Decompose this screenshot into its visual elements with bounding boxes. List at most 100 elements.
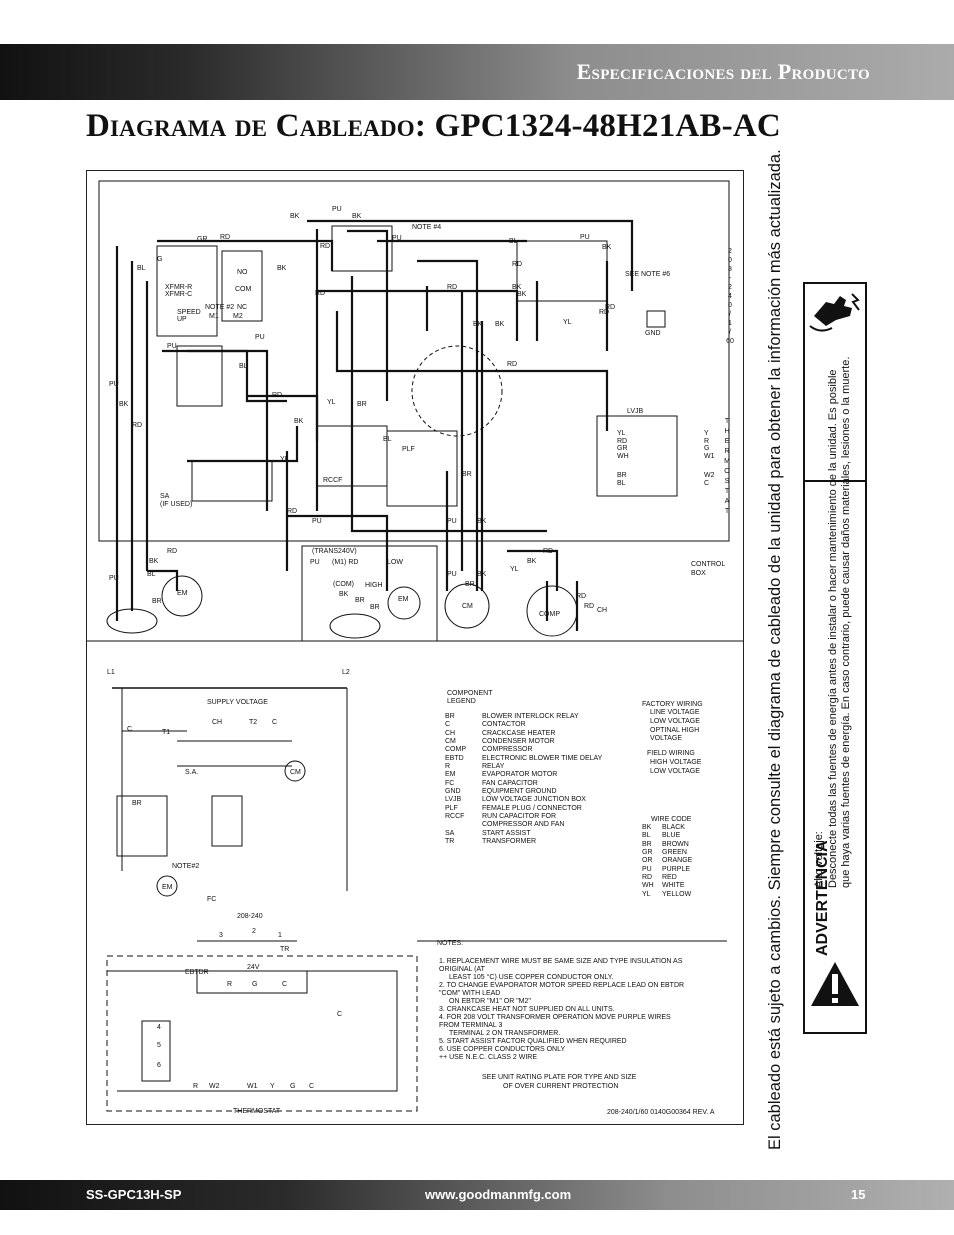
svg-text:W1: W1 [247,1083,258,1090]
svg-text:LINE VOLTAGE: LINE VOLTAGE [650,709,700,716]
svg-text:4. FOR 208 VOLT TRANSFORMER O: 4. FOR 208 VOLT TRANSFORMER OPERATION MO… [439,1014,671,1021]
electric-shock-hand-icon [809,293,860,332]
svg-text:CM: CM [445,738,456,745]
svg-text:VOLTAGE: VOLTAGE [650,735,682,742]
compressor-area [411,345,503,437]
svg-text:1: 1 [278,932,282,939]
svg-text:TR: TR [445,838,454,845]
svg-text:Y: Y [704,430,709,437]
svg-text:ORANGE: ORANGE [662,857,693,864]
svg-text:CM: CM [462,603,473,610]
svg-text:PU: PU [310,559,320,566]
svg-text:C: C [282,981,287,988]
evaporator-motor-2speed [387,586,421,620]
svg-text:PU: PU [447,518,457,525]
svg-text:FC: FC [445,780,454,787]
svg-text:LVJB: LVJB [445,796,462,803]
section-title: Especificaciones del Producto [576,59,870,84]
svg-text:BK: BK [527,558,537,565]
svg-text:GND: GND [645,330,661,337]
warning-triangle-icon [811,962,859,1006]
svg-text:SPEED: SPEED [177,309,201,316]
svg-text:HIGH: HIGH [365,582,383,589]
svg-text:RD: RD [617,438,627,445]
svg-text:M: M [724,458,730,465]
svg-text:BR: BR [462,471,472,478]
ebtdr-relay [221,250,263,322]
svg-text:BK: BK [149,558,159,565]
svg-text:CH: CH [597,607,607,614]
svg-text:EM: EM [177,590,188,597]
svg-text:OF OVER CURRENT PROTECTION: OF OVER CURRENT PROTECTION [503,1083,618,1090]
svg-text:L1: L1 [107,669,115,676]
svg-text:RD: RD [584,603,594,610]
svg-text:HIGH VOLTAGE: HIGH VOLTAGE [650,759,702,766]
svg-text:YL: YL [280,456,289,463]
svg-text:"COM" WITH LEAD: "COM" WITH LEAD [439,990,500,997]
svg-text:6: 6 [157,1062,161,1069]
svg-text:ON EBTDR "M1" OR "M2": ON EBTDR "M1" OR "M2" [449,998,531,1005]
svg-text:RD: RD [320,243,330,250]
svg-text:4: 4 [728,293,732,300]
svg-text:EQUIPMENT GROUND: EQUIPMENT GROUND [482,788,557,795]
ebtdr-board [156,245,218,337]
svg-text:COMP: COMP [445,746,466,753]
svg-text:WH: WH [617,453,629,460]
condenser-motor [444,583,490,629]
svg-text:LEGEND: LEGEND [447,698,476,705]
ebtdr-schematic [196,970,308,994]
svg-text:PU: PU [167,343,177,350]
svg-text:SEE NOTE #6: SEE NOTE #6 [625,271,670,278]
svg-text:W1: W1 [704,453,715,460]
svg-text:EBTD: EBTD [445,755,464,762]
svg-text:4: 4 [157,1024,161,1031]
svg-text:GR: GR [197,236,208,243]
start-assist [191,460,273,502]
warning-text: Alto voltaje: Desconecte todas las fuent… [813,328,854,888]
svg-text:NOTE #2: NOTE #2 [205,304,234,311]
svg-text:1: 1 [728,320,732,327]
svg-text:R: R [724,448,729,455]
svg-text:XFMR-R: XFMR-R [165,284,192,291]
blower-relay-schematic [116,795,168,857]
svg-text:START ASSIST: START ASSIST [482,830,531,837]
svg-text:FAN CAPACITOR: FAN CAPACITOR [482,780,538,787]
svg-text:BK: BK [517,291,527,298]
footer-url[interactable]: www.goodmanmfg.com [425,1187,572,1202]
svg-text:T: T [725,418,730,425]
svg-text:LOW VOLTAGE: LOW VOLTAGE [650,718,700,725]
svg-text:RD: RD [599,309,609,316]
svg-text:CH: CH [212,719,222,726]
page-title: Diagrama de Cableado: GPC1324-48H21AB-AC [86,108,781,144]
svg-text:O: O [724,468,730,475]
lvjb-box [596,415,678,497]
svg-text:WIRE CODE: WIRE CODE [651,816,692,823]
svg-text:EM: EM [162,884,173,891]
svg-text:PU: PU [642,866,652,873]
plf-connector [386,430,458,507]
svg-text:BK: BK [339,591,349,598]
svg-text:PU: PU [109,381,119,388]
svg-text:BL: BL [239,363,248,370]
svg-text:EM: EM [445,771,456,778]
svg-text:RD: RD [605,304,615,311]
svg-text:G: G [157,256,162,263]
svg-text:FIELD WIRING: FIELD WIRING [647,750,695,757]
svg-text:PU: PU [255,334,265,341]
svg-text:2: 2 [728,284,732,291]
svg-text:COMPRESSOR AND FAN: COMPRESSOR AND FAN [482,821,564,828]
svg-text:5. START ASSIST FACTOR QUALIF: 5. START ASSIST FACTOR QUALIFIED WHEN RE… [439,1038,627,1045]
svg-text:(IF USED): (IF USED) [160,501,192,508]
footer-bar [0,1180,954,1210]
svg-text:5: 5 [157,1042,161,1049]
svg-text:TERMINAL 2 ON TRANSFORMER.: TERMINAL 2 ON TRANSFORMER. [449,1030,560,1037]
svg-text:CONTACTOR: CONTACTOR [482,721,526,728]
cableado-note: El cableado está sujeto a cambios. Siemp… [766,149,784,1150]
svg-text:PU: PU [580,234,590,241]
svg-text:1. REPLACEMENT WIRE MUST BE: 1. REPLACEMENT WIRE MUST BE SAME SIZE AN… [439,958,683,965]
svg-text:RD: RD [287,508,297,515]
svg-text:A: A [725,498,730,505]
svg-text:PU: PU [392,235,402,242]
svg-text:COMP: COMP [539,611,560,618]
